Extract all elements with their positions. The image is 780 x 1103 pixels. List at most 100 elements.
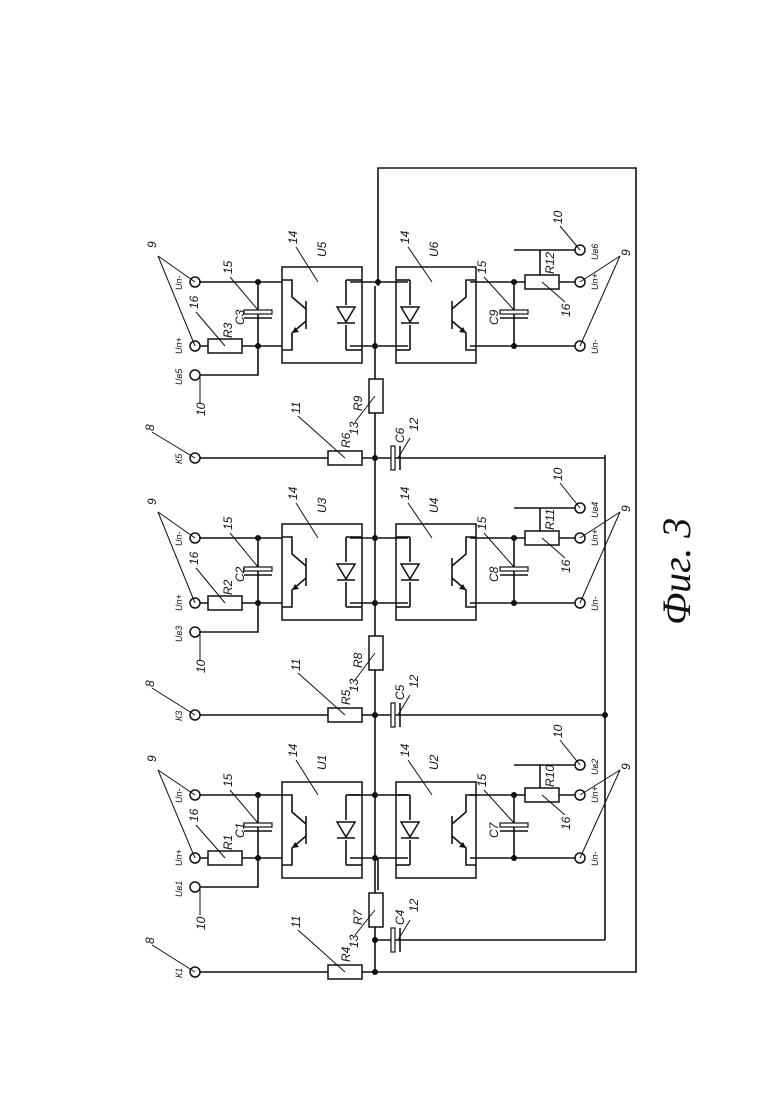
label-c5: C5 xyxy=(393,684,407,700)
label-r7: R7 xyxy=(351,908,365,925)
callout-13-2: 13 xyxy=(347,678,361,692)
u4-internals xyxy=(396,537,476,607)
callout-14-4: 14 xyxy=(398,486,412,500)
label-c3: C3 xyxy=(233,309,247,325)
r9-body xyxy=(369,379,383,413)
label-ub1: Uв1 xyxy=(174,881,184,897)
callout-14-6: 14 xyxy=(398,230,412,244)
label-up-3: Uп+ xyxy=(174,594,184,611)
callout-11-3: 11 xyxy=(289,402,303,414)
callout-14-3: 14 xyxy=(286,486,300,500)
label-c7: C7 xyxy=(487,821,501,838)
label-ub5: Uв5 xyxy=(174,368,184,385)
label-u2: U2 xyxy=(427,754,441,770)
label-um-6: Uп- xyxy=(590,340,600,354)
callout-15-3: 15 xyxy=(221,260,235,274)
label-r9: R9 xyxy=(351,395,365,411)
callout-15-4: 15 xyxy=(475,773,489,787)
optocoupler-internals xyxy=(282,280,476,865)
callout-12-3: 12 xyxy=(407,417,421,431)
callout-9-5: 9 xyxy=(619,505,633,512)
callout-10-4: 10 xyxy=(551,724,565,738)
label-c2: C2 xyxy=(233,566,247,582)
label-um-3: Uп- xyxy=(174,532,184,546)
label-u3: U3 xyxy=(315,497,329,513)
label-k5: К5 xyxy=(174,453,184,464)
label-u1: U1 xyxy=(315,755,329,770)
label-up-6: Uп+ xyxy=(590,273,600,290)
u6-internals xyxy=(396,280,476,350)
callout-16-4: 16 xyxy=(559,816,573,830)
callout-9-3: 9 xyxy=(145,241,159,248)
label-c4: C4 xyxy=(393,909,407,925)
label-r11: R11 xyxy=(543,509,557,530)
label-um-1: Uп- xyxy=(174,789,184,803)
ub3-terminal xyxy=(190,627,200,637)
callout-9-4: 9 xyxy=(619,763,633,770)
callout-13-3: 13 xyxy=(347,421,361,435)
callout-16-3: 16 xyxy=(187,295,201,309)
label-ub2: Uв2 xyxy=(590,759,600,775)
u3-internals xyxy=(282,537,362,607)
label-ub4: Uв4 xyxy=(590,502,600,518)
label-um-2: Uп- xyxy=(590,852,600,866)
callout-16-1: 16 xyxy=(187,808,201,822)
callout-14-5: 14 xyxy=(286,230,300,244)
callout-16-5: 16 xyxy=(559,559,573,573)
callout-12-2: 12 xyxy=(407,674,421,688)
ub5-terminal xyxy=(190,370,200,380)
label-up-2: Uп+ xyxy=(590,786,600,803)
label-r8: R8 xyxy=(351,652,365,668)
callout-10-5: 10 xyxy=(551,467,565,481)
u5-internals xyxy=(282,280,362,350)
callout-9-1: 9 xyxy=(145,755,159,762)
callout-15-5: 15 xyxy=(475,516,489,530)
callout-8-1: 8 xyxy=(143,937,157,944)
label-r10: R10 xyxy=(543,765,557,787)
ub1-terminal xyxy=(190,882,200,892)
junction-dots xyxy=(255,279,608,975)
capacitors xyxy=(244,310,528,952)
callout-10-2: 10 xyxy=(194,659,208,673)
u2-box xyxy=(396,782,476,878)
callout-10-1: 10 xyxy=(194,916,208,930)
label-k3: К3 xyxy=(174,711,184,721)
u2-internals xyxy=(396,795,476,865)
callout-10-6: 10 xyxy=(551,210,565,224)
label-ub6: Uв6 xyxy=(590,244,600,260)
callout-11-2: 11 xyxy=(289,659,303,671)
callout-16-6: 16 xyxy=(559,303,573,317)
label-u5: U5 xyxy=(315,241,329,257)
callout-16-2: 16 xyxy=(187,551,201,565)
label-up-5: Uп+ xyxy=(174,337,184,354)
r8-body xyxy=(369,636,383,670)
callout-15-6: 15 xyxy=(475,260,489,274)
callout-10-3: 10 xyxy=(194,402,208,416)
label-um-5: Uп- xyxy=(174,276,184,290)
callout-12-1: 12 xyxy=(407,898,421,912)
figure-caption: Фиг. 3 xyxy=(654,518,699,625)
callout-14-1: 14 xyxy=(286,743,300,757)
terminals xyxy=(190,245,585,977)
callout-8-2: 8 xyxy=(143,680,157,687)
label-c9: C9 xyxy=(487,309,501,325)
label-um-4: Uп- xyxy=(590,597,600,611)
callout-14-2: 14 xyxy=(398,743,412,757)
label-up-4: Uп+ xyxy=(590,529,600,546)
resistors xyxy=(208,275,559,979)
callout-13-1: 13 xyxy=(347,934,361,948)
callout-9-6: 9 xyxy=(619,249,633,256)
callout-8-3: 8 xyxy=(143,424,157,431)
label-c1: C1 xyxy=(233,823,247,838)
label-u4: U4 xyxy=(427,497,441,513)
r7-body xyxy=(369,893,383,927)
callout-15-2: 15 xyxy=(221,516,235,530)
callout-15-1: 15 xyxy=(221,773,235,787)
label-k1: К1 xyxy=(174,968,184,978)
callout-11-1: 11 xyxy=(289,916,303,928)
callout-9-2: 9 xyxy=(145,498,159,505)
label-c6: C6 xyxy=(393,427,407,443)
optocouplers xyxy=(282,267,476,878)
u1-internals xyxy=(282,795,362,865)
